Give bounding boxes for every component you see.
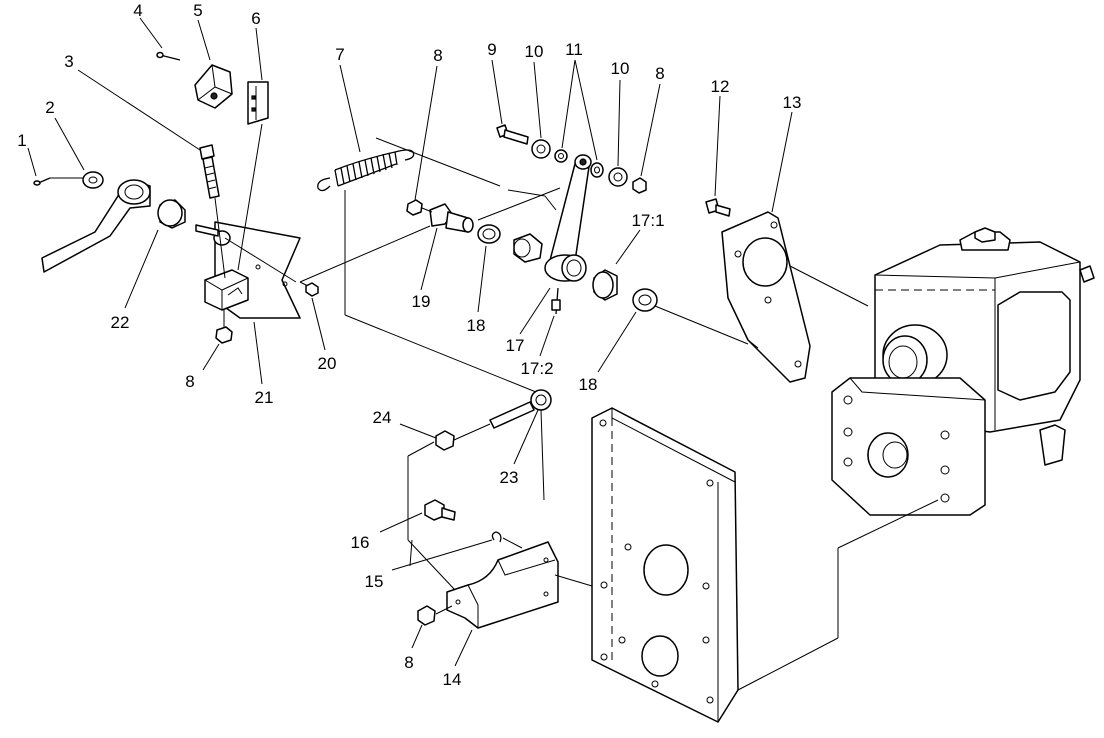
nut-8-right — [632, 177, 647, 194]
callout-18-left: 18 — [467, 316, 486, 335]
nut-8-bottom — [417, 605, 436, 626]
nut-24 — [435, 430, 455, 451]
washer-2 — [82, 171, 104, 189]
callout-10-left: 10 — [525, 42, 544, 61]
washer-10-right — [608, 167, 628, 187]
bushing-17-1 — [592, 269, 618, 301]
grease-fitting-17-2 — [551, 287, 561, 315]
eye-bolt-23 — [489, 389, 552, 429]
callout-13: 13 — [783, 93, 802, 112]
washer-18-right — [632, 288, 658, 312]
pedal-arm — [41, 179, 151, 273]
pin-19 — [429, 203, 474, 233]
callout-6: 6 — [251, 9, 260, 28]
callout-24: 24 — [373, 408, 392, 427]
bushing-22 — [157, 199, 186, 229]
callout-8-top-right: 8 — [655, 64, 664, 83]
callout-1: 1 — [17, 131, 26, 150]
pin-1 — [33, 177, 51, 186]
callout-21: 21 — [255, 388, 274, 407]
callout-11: 11 — [565, 40, 583, 59]
callout-7: 7 — [335, 45, 344, 64]
pump-lower-body — [831, 377, 1066, 516]
clip-6 — [247, 81, 269, 125]
nut-8-left — [215, 326, 233, 344]
block-21 — [204, 269, 249, 311]
bolt-12 — [705, 198, 731, 217]
bushing-17-left — [513, 233, 543, 263]
callout-23: 23 — [500, 468, 519, 487]
callout-3: 3 — [64, 52, 73, 71]
callout-12: 12 — [711, 77, 730, 96]
bracket-14 — [446, 541, 559, 629]
assembly-centerlines — [224, 137, 939, 691]
callout-8-top-left: 8 — [433, 46, 442, 65]
callout-14: 14 — [443, 670, 462, 689]
washer-10-left — [531, 139, 551, 159]
callout-8-bottom: 8 — [404, 653, 413, 672]
hidden-lines — [611, 289, 995, 660]
washer-18-left — [477, 224, 501, 244]
callout-16: 16 — [351, 533, 370, 552]
callout-17-1: 17:1 — [631, 211, 664, 230]
mounting-plate — [591, 407, 739, 723]
nut-8-center — [406, 199, 423, 216]
bolt-9 — [496, 124, 529, 145]
lockwasher-15 — [491, 531, 502, 543]
plate-13 — [721, 211, 811, 383]
nut-20 — [305, 282, 319, 297]
callout-18-right: 18 — [579, 375, 598, 394]
callout-17: 17 — [506, 336, 525, 355]
callout-19: 19 — [412, 292, 431, 311]
callout-22: 22 — [111, 313, 130, 332]
pump-port — [882, 324, 948, 386]
screw-4 — [156, 51, 181, 61]
callout-4: 4 — [133, 1, 142, 20]
spring-7 — [317, 149, 415, 192]
bolt-3 — [199, 144, 220, 199]
callout-5: 5 — [193, 1, 202, 20]
callout-15: 15 — [365, 572, 384, 591]
callout-labels: 1 2 3 4 5 6 7 8 9 10 11 10 8 12 13 17:1 … — [17, 1, 801, 689]
bolt-16 — [424, 499, 456, 521]
callout-20: 20 — [318, 354, 337, 373]
leader-lines — [27, 17, 793, 667]
block-5 — [194, 64, 233, 109]
callout-2: 2 — [45, 98, 54, 117]
callout-10-right: 10 — [611, 59, 630, 78]
washer-11-left — [554, 149, 568, 163]
callout-8-left: 8 — [185, 372, 194, 391]
callout-17-2: 17:2 — [520, 359, 553, 378]
washer-11-right — [590, 162, 604, 178]
callout-9: 9 — [487, 40, 496, 59]
lever-arm-17 — [544, 154, 592, 282]
